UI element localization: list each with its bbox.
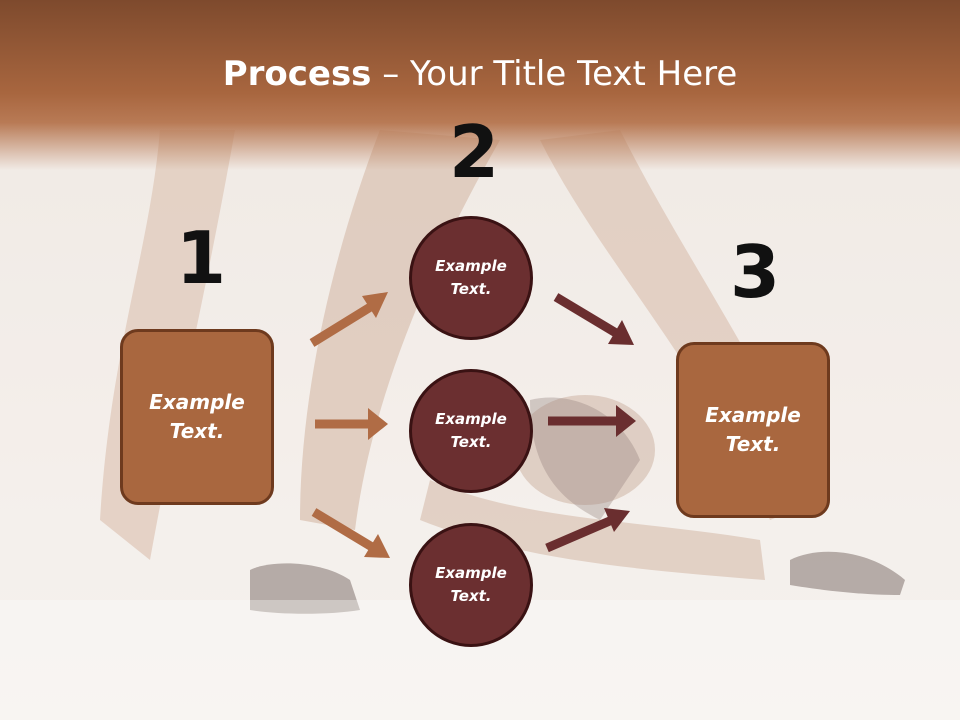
step-box-1-label: Example Text. — [149, 390, 245, 443]
circle-bottom-label: Example Text. — [435, 564, 507, 605]
step-number-3: 3 — [730, 230, 781, 314]
step-box-1[interactable]: Example Text. — [120, 329, 274, 505]
arrow-up-right-right — [545, 508, 630, 553]
circle-top[interactable]: Example Text. — [409, 216, 533, 340]
arrow-right-group — [545, 293, 636, 553]
step-number-1: 1 — [176, 216, 227, 300]
circle-top-label: Example Text. — [435, 257, 507, 298]
slide-title: Process – Your Title Text Here — [0, 52, 960, 96]
title-bold: Process — [222, 54, 372, 94]
arrow-right-right — [548, 405, 636, 437]
step-box-3[interactable]: Example Text. — [676, 342, 830, 518]
step-box-3-label: Example Text. — [705, 403, 801, 456]
title-rest: – Your Title Text Here — [371, 54, 738, 94]
circle-middle-label: Example Text. — [435, 410, 507, 451]
step-number-2: 2 — [449, 110, 500, 194]
circle-middle[interactable]: Example Text. — [409, 369, 533, 493]
arrow-down-right-left — [311, 508, 390, 558]
arrow-left-group — [309, 292, 390, 558]
arrow-up-right-left — [309, 292, 388, 347]
arrow-right-left — [315, 408, 388, 440]
arrow-down-right-right — [553, 293, 634, 345]
circle-bottom[interactable]: Example Text. — [409, 523, 533, 647]
header-band — [0, 0, 960, 170]
